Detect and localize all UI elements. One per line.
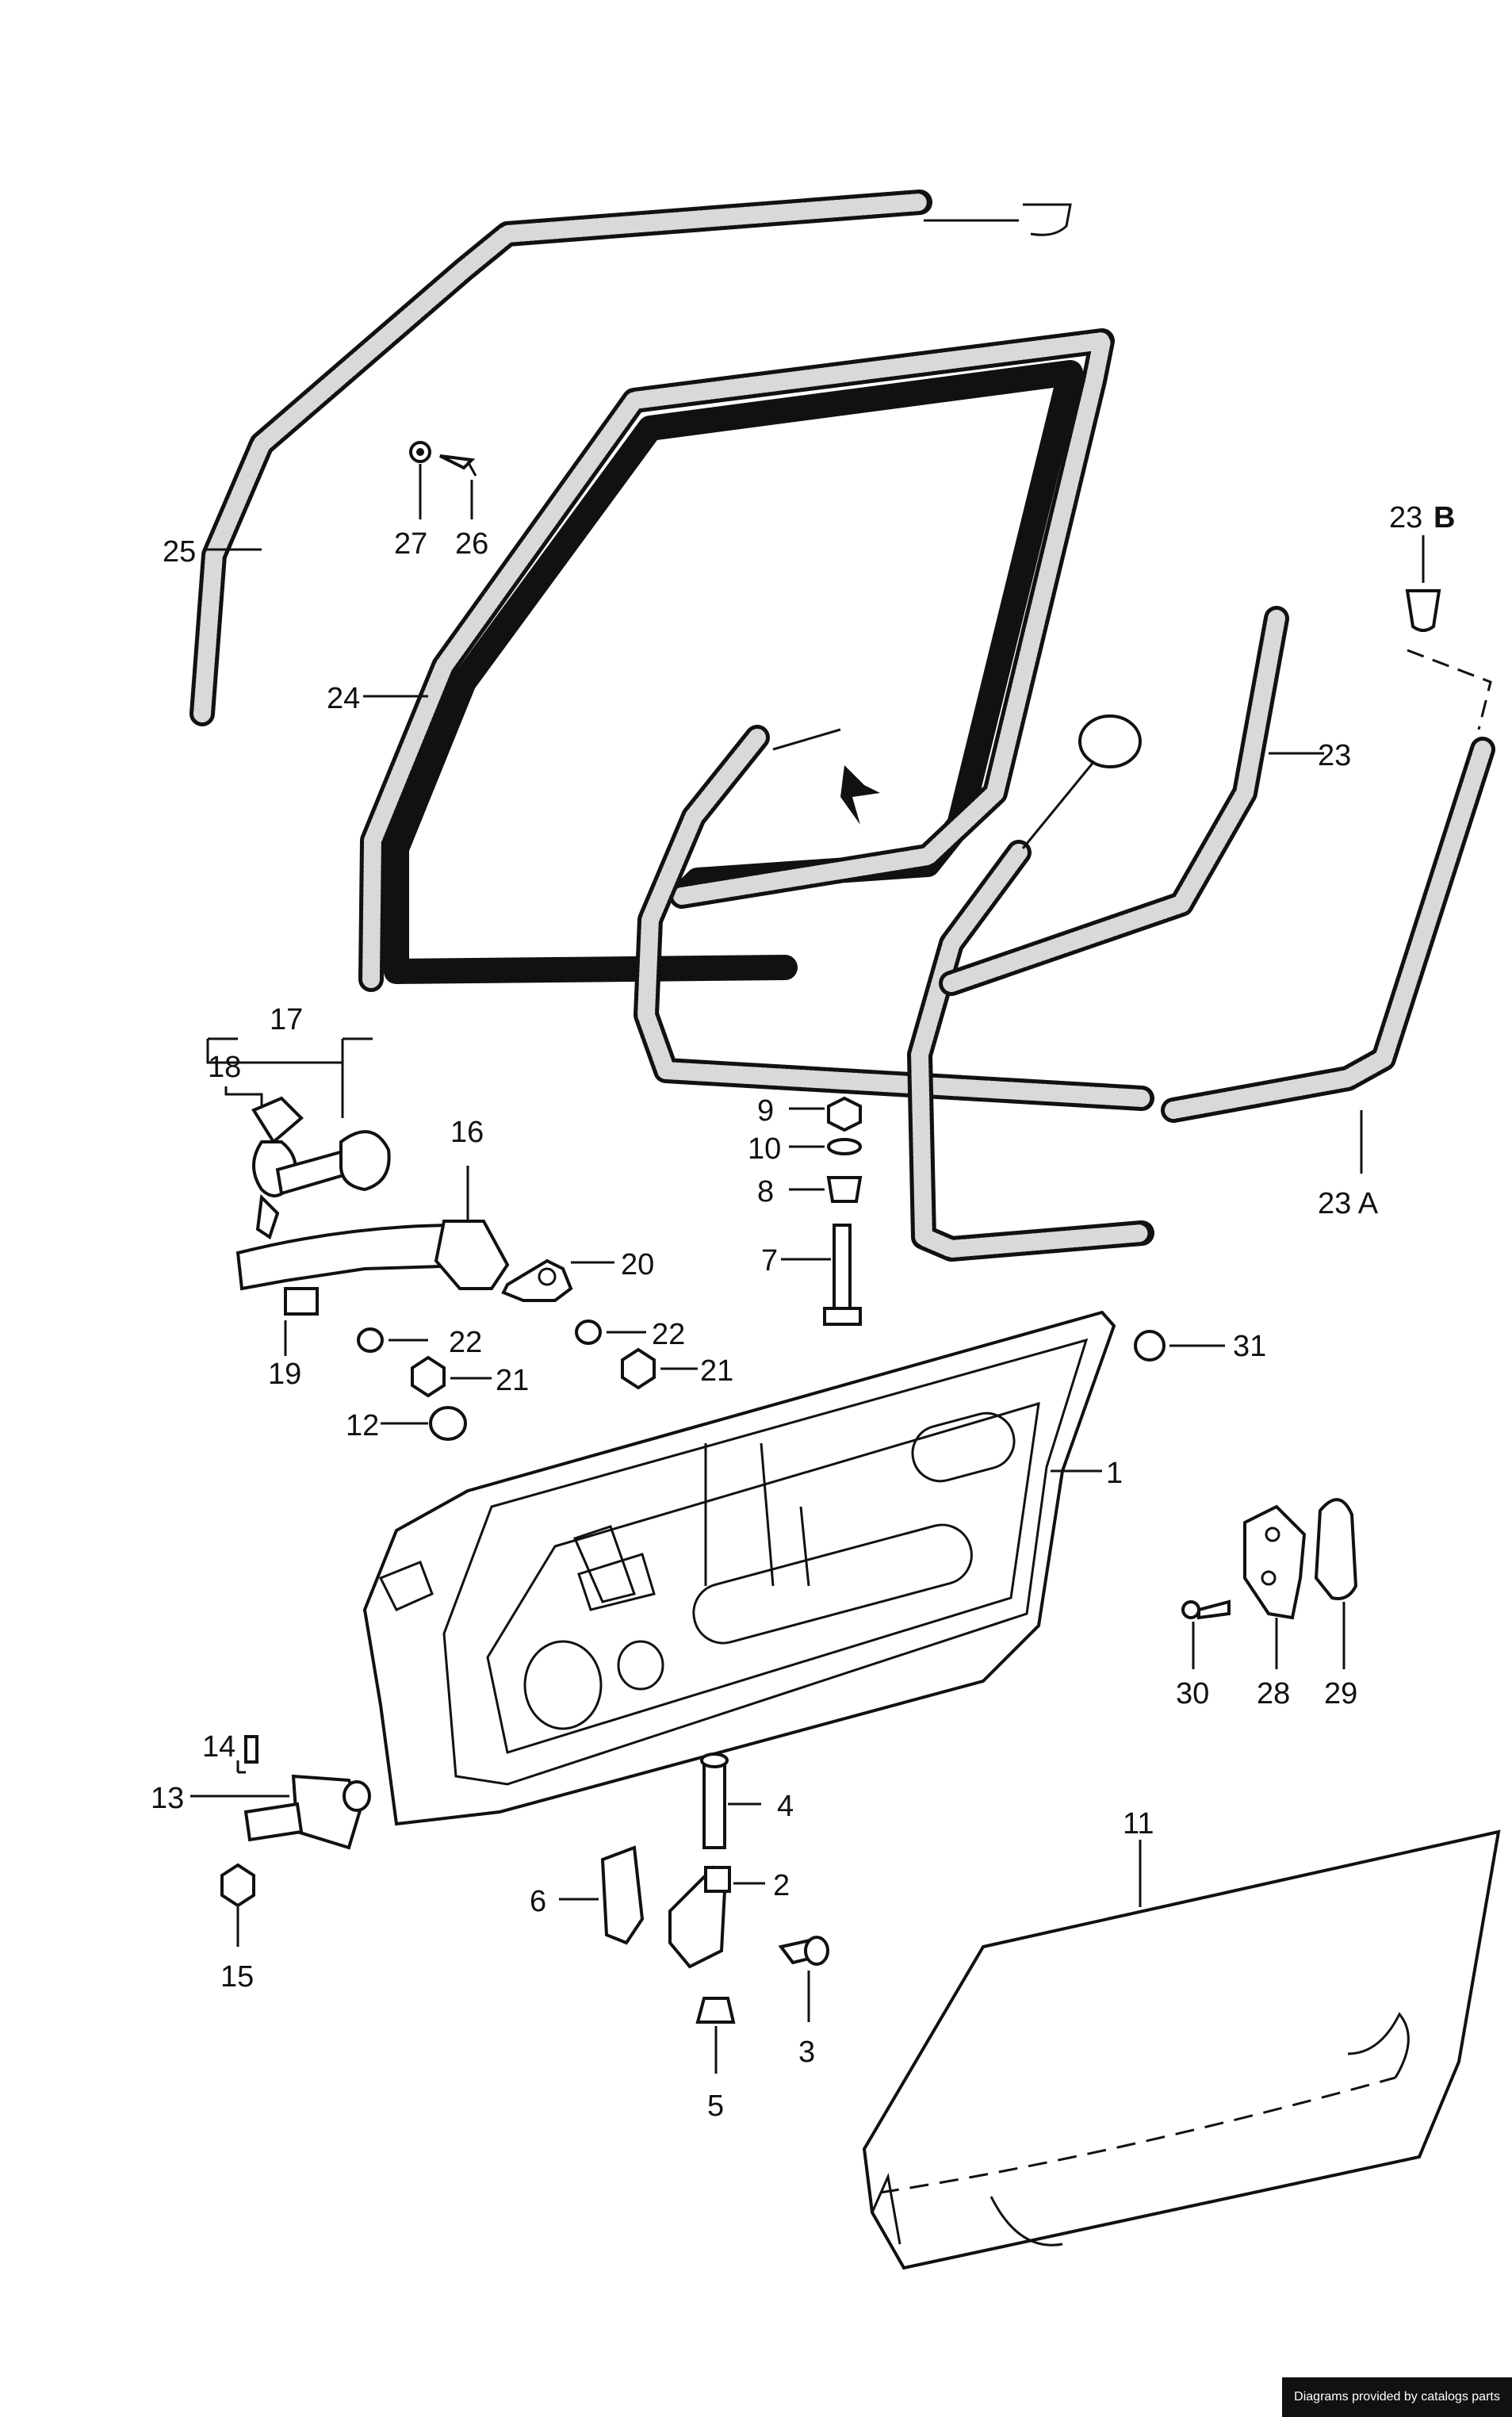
part-13-15-latch [190,1735,371,1947]
label-25: 25 [163,535,196,569]
label-14: 14 [202,1730,235,1764]
part-1-door-shell [362,1310,1116,1826]
label-15: 15 [220,1960,254,1994]
label-12: 12 [346,1409,379,1442]
label-4: 4 [777,1790,794,1823]
label-1: 1 [1106,1457,1123,1490]
part-24-window-frame-seal [358,328,1115,992]
label-31: 31 [1233,1330,1266,1363]
part-25-window-channel-seal [189,190,1072,726]
label-7: 7 [761,1244,778,1277]
label-19: 19 [268,1358,301,1391]
label-20: 20 [621,1248,654,1281]
label-16: 16 [450,1116,484,1149]
part-11-trim-sheet [862,1829,1501,2270]
label-13: 13 [151,1782,184,1815]
label-22b: 22 [652,1318,685,1351]
label-28: 28 [1257,1677,1290,1710]
label-22a: 22 [449,1326,482,1359]
label-29: 29 [1324,1677,1357,1710]
label-30: 30 [1176,1677,1209,1710]
part-23-door-seal [634,535,1495,1262]
label-24: 24 [327,682,360,715]
part-7-10-bolt-stack [781,1096,863,1326]
label-17: 17 [270,1003,303,1036]
part-2-6-hinge-group [559,1752,829,2074]
label-2: 2 [773,1869,790,1902]
label-26: 26 [455,527,488,561]
label-5: 5 [707,2089,724,2123]
part-28-30-striker-plates [1181,1498,1358,1669]
label-23: 23 [1318,739,1351,772]
label-27: 27 [394,527,427,561]
part-16-20-handle-assembly [206,1037,614,1356]
label-21a: 21 [496,1364,529,1397]
label-6: 6 [530,1885,546,1918]
diagram-credit-text: Diagrams provided by catalogs parts [1294,2390,1500,2404]
label-3: 3 [798,2036,815,2069]
label-8: 8 [757,1175,774,1208]
label-23b-number: 23 [1389,501,1422,534]
label-18: 18 [208,1051,241,1084]
part-21-22-12-small-parts [357,1320,698,1441]
part-26-27-screw-washer [409,441,477,519]
label-11: 11 [1123,1807,1154,1841]
label-23a: 23 A [1318,1187,1379,1220]
diagram-credit: Diagrams provided by catalogs parts [1282,2377,1512,2417]
label-21b: 21 [700,1354,733,1388]
label-9: 9 [757,1094,774,1128]
label-23b-letter: B [1434,501,1455,534]
part-31-grommet [1134,1330,1225,1362]
label-10: 10 [748,1132,781,1166]
